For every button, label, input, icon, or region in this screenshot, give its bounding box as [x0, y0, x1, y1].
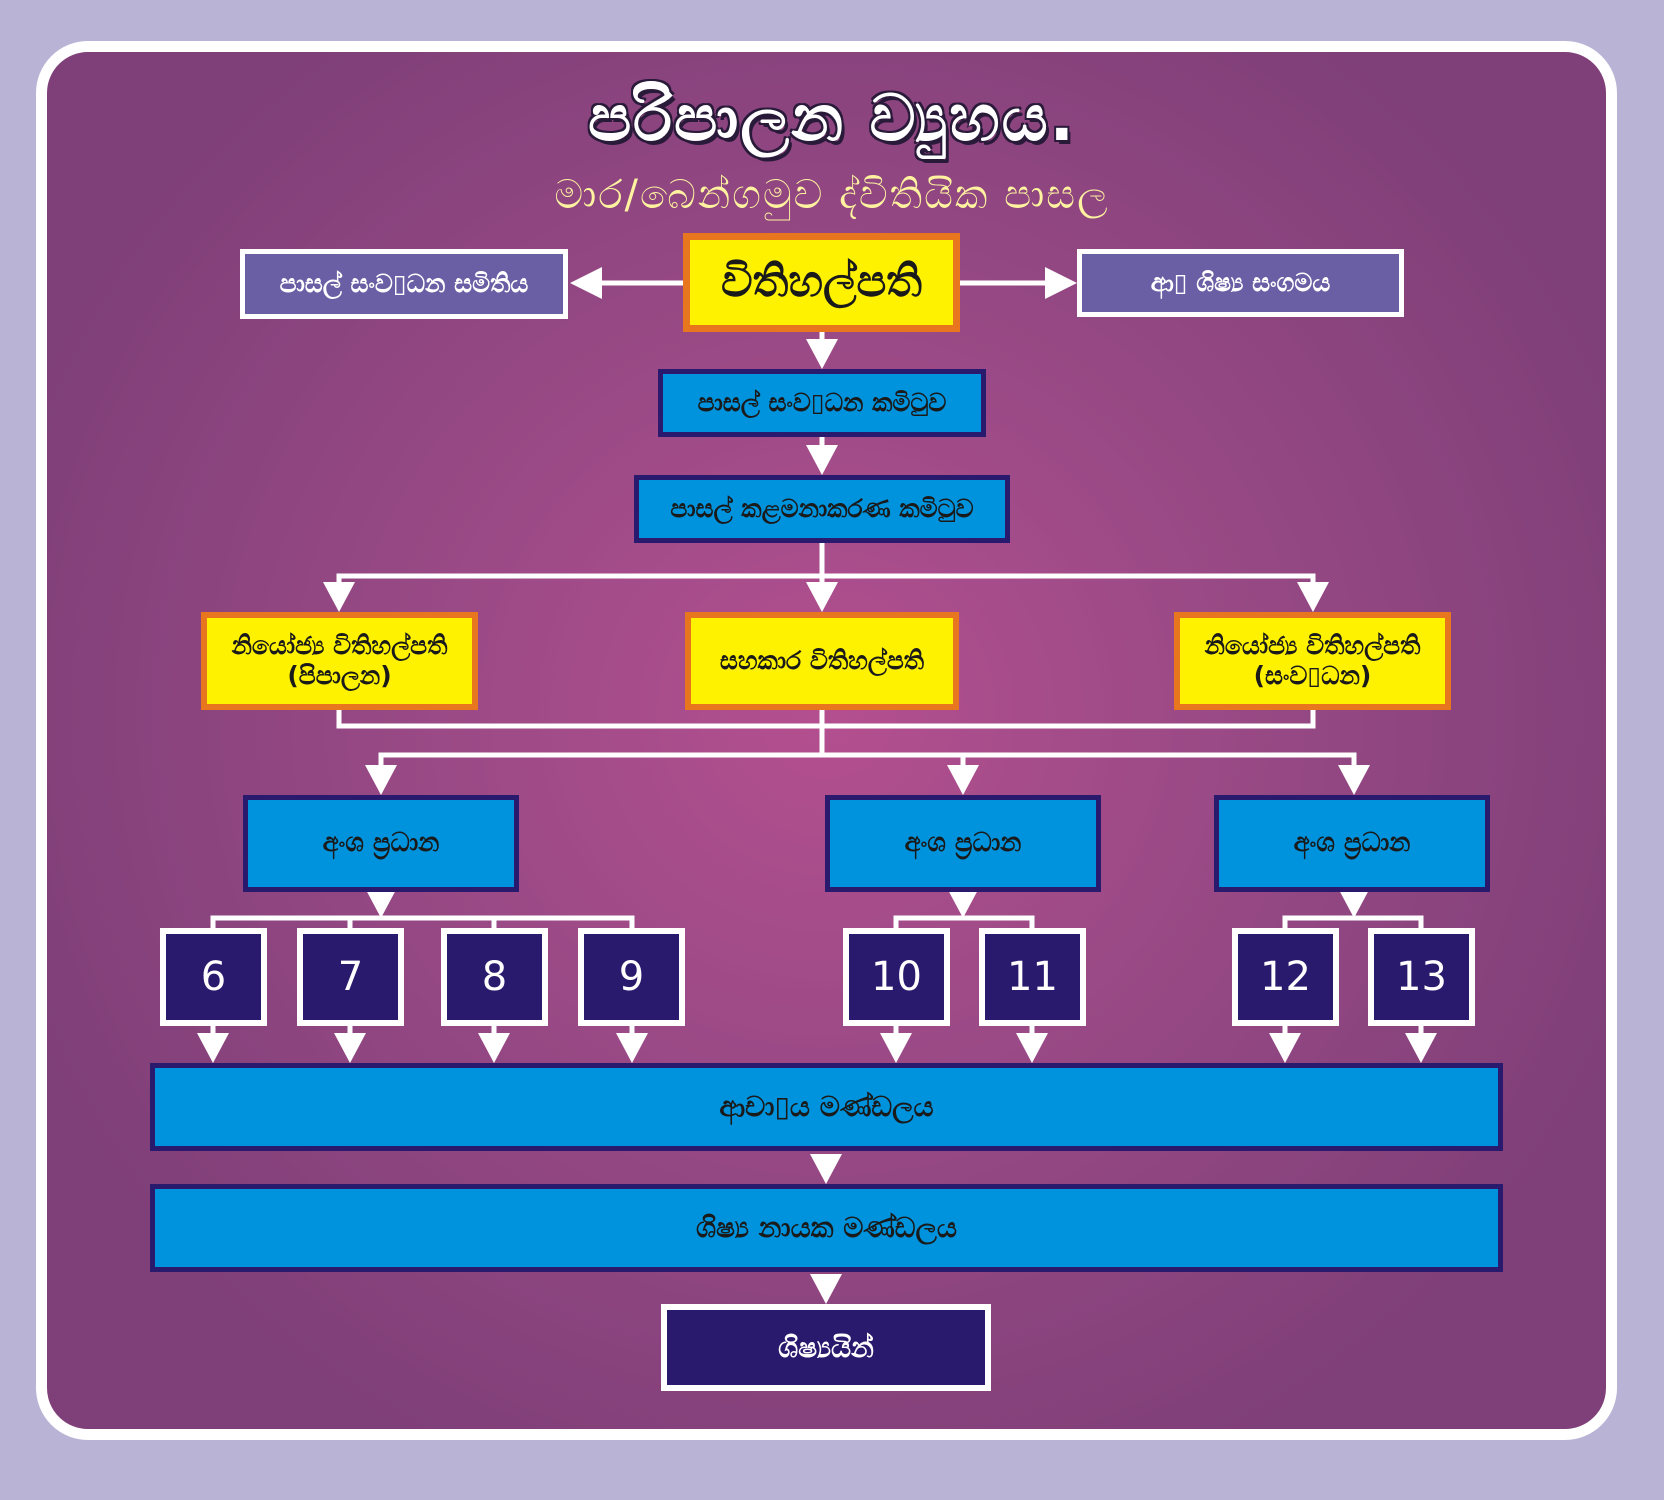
development-committee-box: පාසල් සංව▯ධන කමිටුව: [658, 369, 986, 437]
deputy-principal-development-box: නියෝජ්‍ය විතිහල්පති (සංව▯ධන): [1174, 612, 1451, 710]
grade-box-7: 7: [297, 928, 404, 1026]
principal-label: විතිහල්පති: [720, 256, 923, 308]
grade-label: 10: [871, 954, 922, 1000]
grade-box-6: 6: [160, 928, 267, 1026]
grade-label: 11: [1007, 954, 1058, 1000]
development-committee-label: පාසල් සංව▯ධන කමිටුව: [697, 388, 947, 417]
grade-label: 13: [1396, 954, 1447, 1000]
section-head-label: අංශ ප්‍රධාන: [1293, 827, 1411, 858]
section-head-box-2: අංශ ප්‍රධාන: [825, 795, 1101, 892]
past-pupils-association-box: ආ▯ ශිෂ්‍ය සංගමය: [1077, 249, 1404, 317]
grade-label: 8: [481, 954, 508, 1000]
grade-box-9: 9: [578, 928, 685, 1026]
grade-label: 9: [618, 954, 645, 1000]
school-development-society-box: පාසල් සංව▯ධන සමිතිය: [240, 249, 568, 319]
management-committee-box: පාසල් කළමනාකරණ කමිටුව: [634, 475, 1010, 543]
deputy-principal-admin-dept: (පිපාලන): [287, 661, 392, 690]
past-pupils-association-label: ආ▯ ශිෂ්‍ය සංගමය: [1150, 268, 1331, 297]
students-box: ශිෂ්‍යයින්: [661, 1304, 991, 1391]
grade-label: 6: [200, 954, 227, 1000]
chart-title: පරිපාලන ව්‍යුහය.: [588, 82, 1076, 156]
grade-box-8: 8: [441, 928, 548, 1026]
assistant-principal-label: සහකාර විතිහල්පති: [719, 646, 925, 675]
deputy-principal-development-title: නියෝජ්‍ය විතිහල්පති: [1204, 631, 1421, 660]
prefects-board-label: ශිෂ්‍ය නායක මණ්ඩලය: [695, 1211, 958, 1245]
grade-box-11: 11: [979, 928, 1086, 1026]
school-name: මාර/බෙන්ගමුව ද්විතියික පාසල: [554, 172, 1110, 218]
deputy-principal-admin-box: නියෝජ්‍ය විතිහල්පති (පිපාලන): [201, 612, 478, 710]
deputy-principal-admin-title: නියෝජ්‍ය විතිහල්පති: [231, 631, 448, 660]
grade-box-10: 10: [843, 928, 950, 1026]
section-head-label: අංශ ප්‍රධාන: [904, 827, 1022, 858]
section-head-label: අංශ ප්‍රධාන: [322, 827, 440, 858]
students-label: ශිෂ්‍යයින්: [778, 1330, 874, 1364]
grade-label: 12: [1260, 954, 1311, 1000]
section-head-box-1: අංශ ප්‍රධාන: [243, 795, 519, 892]
teaching-staff-box: ආචා▯ය මණ්ඩලය: [150, 1063, 1503, 1151]
grade-box-13: 13: [1368, 928, 1475, 1026]
grade-label: 7: [337, 954, 364, 1000]
teaching-staff-label: ආචා▯ය මණ්ඩලය: [719, 1090, 934, 1124]
section-head-box-3: අංශ ප්‍රධාන: [1214, 795, 1490, 892]
prefects-board-box: ශිෂ්‍ය නායක මණ්ඩලය: [150, 1184, 1503, 1272]
management-committee-label: පාසල් කළමනාකරණ කමිටුව: [670, 494, 974, 523]
assistant-principal-box: සහකාර විතිහල්පති: [685, 612, 959, 710]
grade-box-12: 12: [1232, 928, 1339, 1026]
school-development-society-label: පාසල් සංව▯ධන සමිතිය: [279, 269, 529, 298]
principal-box: විතිහල්පති: [683, 233, 960, 332]
deputy-principal-development-dept: (සංව▯ධන): [1253, 661, 1372, 690]
